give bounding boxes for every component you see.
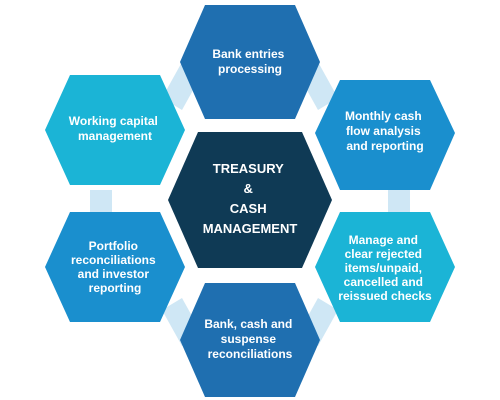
center-title-line: CASH (230, 201, 267, 216)
hex-bottom: Bank, cash and suspense reconciliations (180, 283, 320, 397)
hex-upper-left: Working capital management (45, 75, 185, 185)
hex-lower-left-line: and investor (78, 267, 150, 281)
hex-upper-left-line: management (78, 129, 152, 143)
hex-lower-right-line: Manage and (349, 233, 418, 247)
hex-bottom-line: suspense (221, 332, 277, 346)
hex-center-shape (168, 132, 332, 268)
hex-upper-right-line: flow analysis (346, 124, 421, 138)
hex-lower-right-line: clear rejected (345, 247, 422, 261)
hex-bottom-line: reconciliations (208, 347, 293, 361)
center-title-line: MANAGEMENT (203, 221, 298, 236)
hex-lower-left-line: Portfolio (89, 239, 138, 253)
hex-bottom-shape (180, 283, 320, 397)
hex-lower-left: Portfolio reconciliations and investor r… (45, 212, 185, 322)
hex-upper-right-line: and reporting (346, 139, 423, 153)
hex-top-label: Bank entries processing (212, 47, 287, 76)
center-title: TREASURY & CASH MANAGEMENT (203, 161, 298, 236)
hex-lower-right-line: reissued checks (338, 289, 432, 303)
hex-bottom-line: Bank, cash and (204, 317, 292, 331)
hex-top-line: Bank entries (212, 47, 284, 61)
hex-bottom-label: Bank, cash and suspense reconciliations (204, 317, 295, 361)
hex-upper-right-label: Monthly cash flow analysis and reporting (345, 109, 425, 153)
hex-upper-left-line: Working capital (69, 114, 158, 128)
hex-upper-right-shape (315, 80, 455, 190)
hex-lower-left-label: Portfolio reconciliations and investor r… (71, 239, 159, 295)
hex-lower-right: Manage and clear rejected items/unpaid, … (315, 212, 455, 322)
hex-upper-left-label: Working capital management (69, 114, 161, 143)
hex-lower-right-line: cancelled and (344, 275, 423, 289)
hex-top: Bank entries processing (180, 5, 320, 119)
hex-lower-left-line: reporting (89, 281, 142, 295)
hex-lower-right-line: items/unpaid, (345, 261, 422, 275)
hex-lower-right-label: Manage and clear rejected items/unpaid, … (338, 233, 432, 303)
hex-lower-right-shape (315, 212, 455, 322)
hex-top-line: processing (218, 62, 282, 76)
hex-center: TREASURY & CASH MANAGEMENT (168, 132, 332, 268)
hex-lower-left-shape (45, 212, 185, 322)
center-title-line: TREASURY (213, 161, 284, 176)
hex-upper-left-shape (45, 75, 185, 185)
hex-top-shape (180, 5, 320, 119)
hex-upper-right: Monthly cash flow analysis and reporting (315, 80, 455, 190)
hex-lower-left-line: reconciliations (71, 253, 156, 267)
center-title-line: & (243, 181, 252, 196)
hex-upper-right-line: Monthly cash (345, 109, 422, 123)
